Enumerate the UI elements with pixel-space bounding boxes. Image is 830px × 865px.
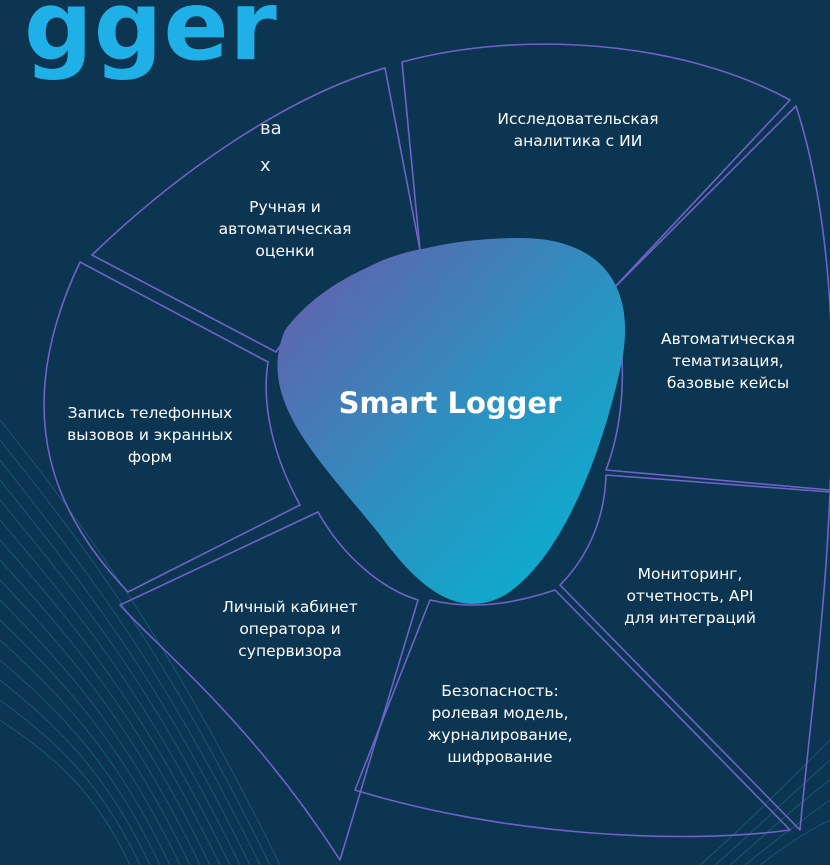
segment-label-themes: Автоматическая тематизация, базовые кейс… — [661, 330, 795, 392]
segment-outline-themes — [605, 105, 830, 491]
wave-decoration-right — [699, 739, 830, 865]
wave-decoration-left — [0, 419, 281, 865]
segment-label-research: Исследовательская аналитика с ИИ — [497, 110, 659, 150]
segment-outline-recording — [43, 261, 301, 593]
segment-label-monitoring: Мониторинг, отчетность, API для интеграц… — [624, 565, 756, 627]
segment-label-security: Безопасность: ролевая модель, журналиров… — [427, 682, 573, 766]
segment-label-cabinet: Личный кабинет оператора и супервизора — [222, 598, 358, 660]
subtitle-line-1: ва — [260, 118, 282, 139]
segment-outline-cabinet — [119, 511, 419, 861]
center-label: Smart Logger — [338, 386, 562, 420]
segment-label-recording: Запись телефонных вызовов и экранных фор… — [67, 404, 233, 466]
segment-outline-security — [354, 589, 791, 838]
segment-outline-monitoring — [559, 474, 830, 831]
page-title: gger — [24, 0, 278, 82]
subtitle-line-2: х — [260, 155, 271, 176]
center-blob — [277, 238, 626, 604]
segment-label-evaluation: Ручная и автоматическая оценки — [218, 198, 352, 260]
